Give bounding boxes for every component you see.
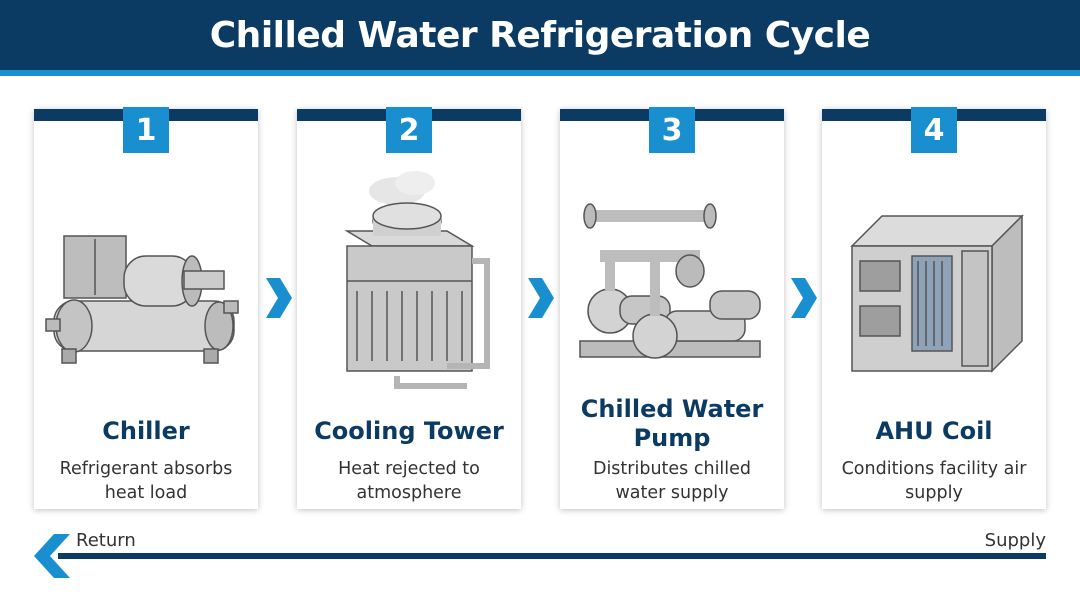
step-description: Refrigerant absorbs heat load — [59, 459, 233, 503]
step-number-badge: 2 — [386, 107, 432, 153]
step-title: AHU Coil — [875, 417, 993, 445]
step-title: Chiller — [102, 417, 190, 445]
pump-icon — [579, 203, 761, 359]
step-card-cooling-tower: 2 Cooling Tower Heat rejected to atmosph… — [297, 107, 521, 509]
chevron-right-icon — [528, 278, 554, 318]
step-title: Chilled Water Pump — [580, 395, 764, 452]
chevron-right-icon — [266, 278, 292, 318]
step-card-ahu-coil: 4 AHU Coil Conditions facility air suppl… — [822, 107, 1046, 509]
step-description: Conditions facility air supply — [841, 459, 1027, 503]
cooling-tower-icon — [344, 171, 490, 389]
flow-line — [58, 553, 1046, 559]
step-card-chiller: 1 Chiller Refrigerant absorbs heat load — [34, 107, 258, 509]
step-title: Cooling Tower — [314, 417, 504, 445]
flow-supply-label: Supply — [984, 530, 1046, 551]
arrow-left-icon — [34, 534, 70, 578]
ahu-coil-icon — [850, 214, 1024, 373]
flow-return-label: Return — [76, 530, 136, 551]
step-description: Distributes chilled water supply — [592, 459, 752, 503]
step-number-badge: 4 — [911, 107, 957, 153]
header-accent-stripe — [0, 70, 1080, 76]
header-bar: Chilled Water Refrigeration Cycle — [0, 0, 1080, 70]
page-title: Chilled Water Refrigeration Cycle — [209, 14, 871, 56]
step-card-chilled-water-pump: 3 Chilled Water Pump Distributes chilled… — [560, 107, 784, 509]
step-number-badge: 3 — [649, 107, 695, 153]
step-description: Heat rejected to atmosphere — [338, 459, 480, 503]
chiller-icon — [45, 235, 239, 364]
chevron-right-icon — [791, 278, 817, 318]
step-number-badge: 1 — [123, 107, 169, 153]
